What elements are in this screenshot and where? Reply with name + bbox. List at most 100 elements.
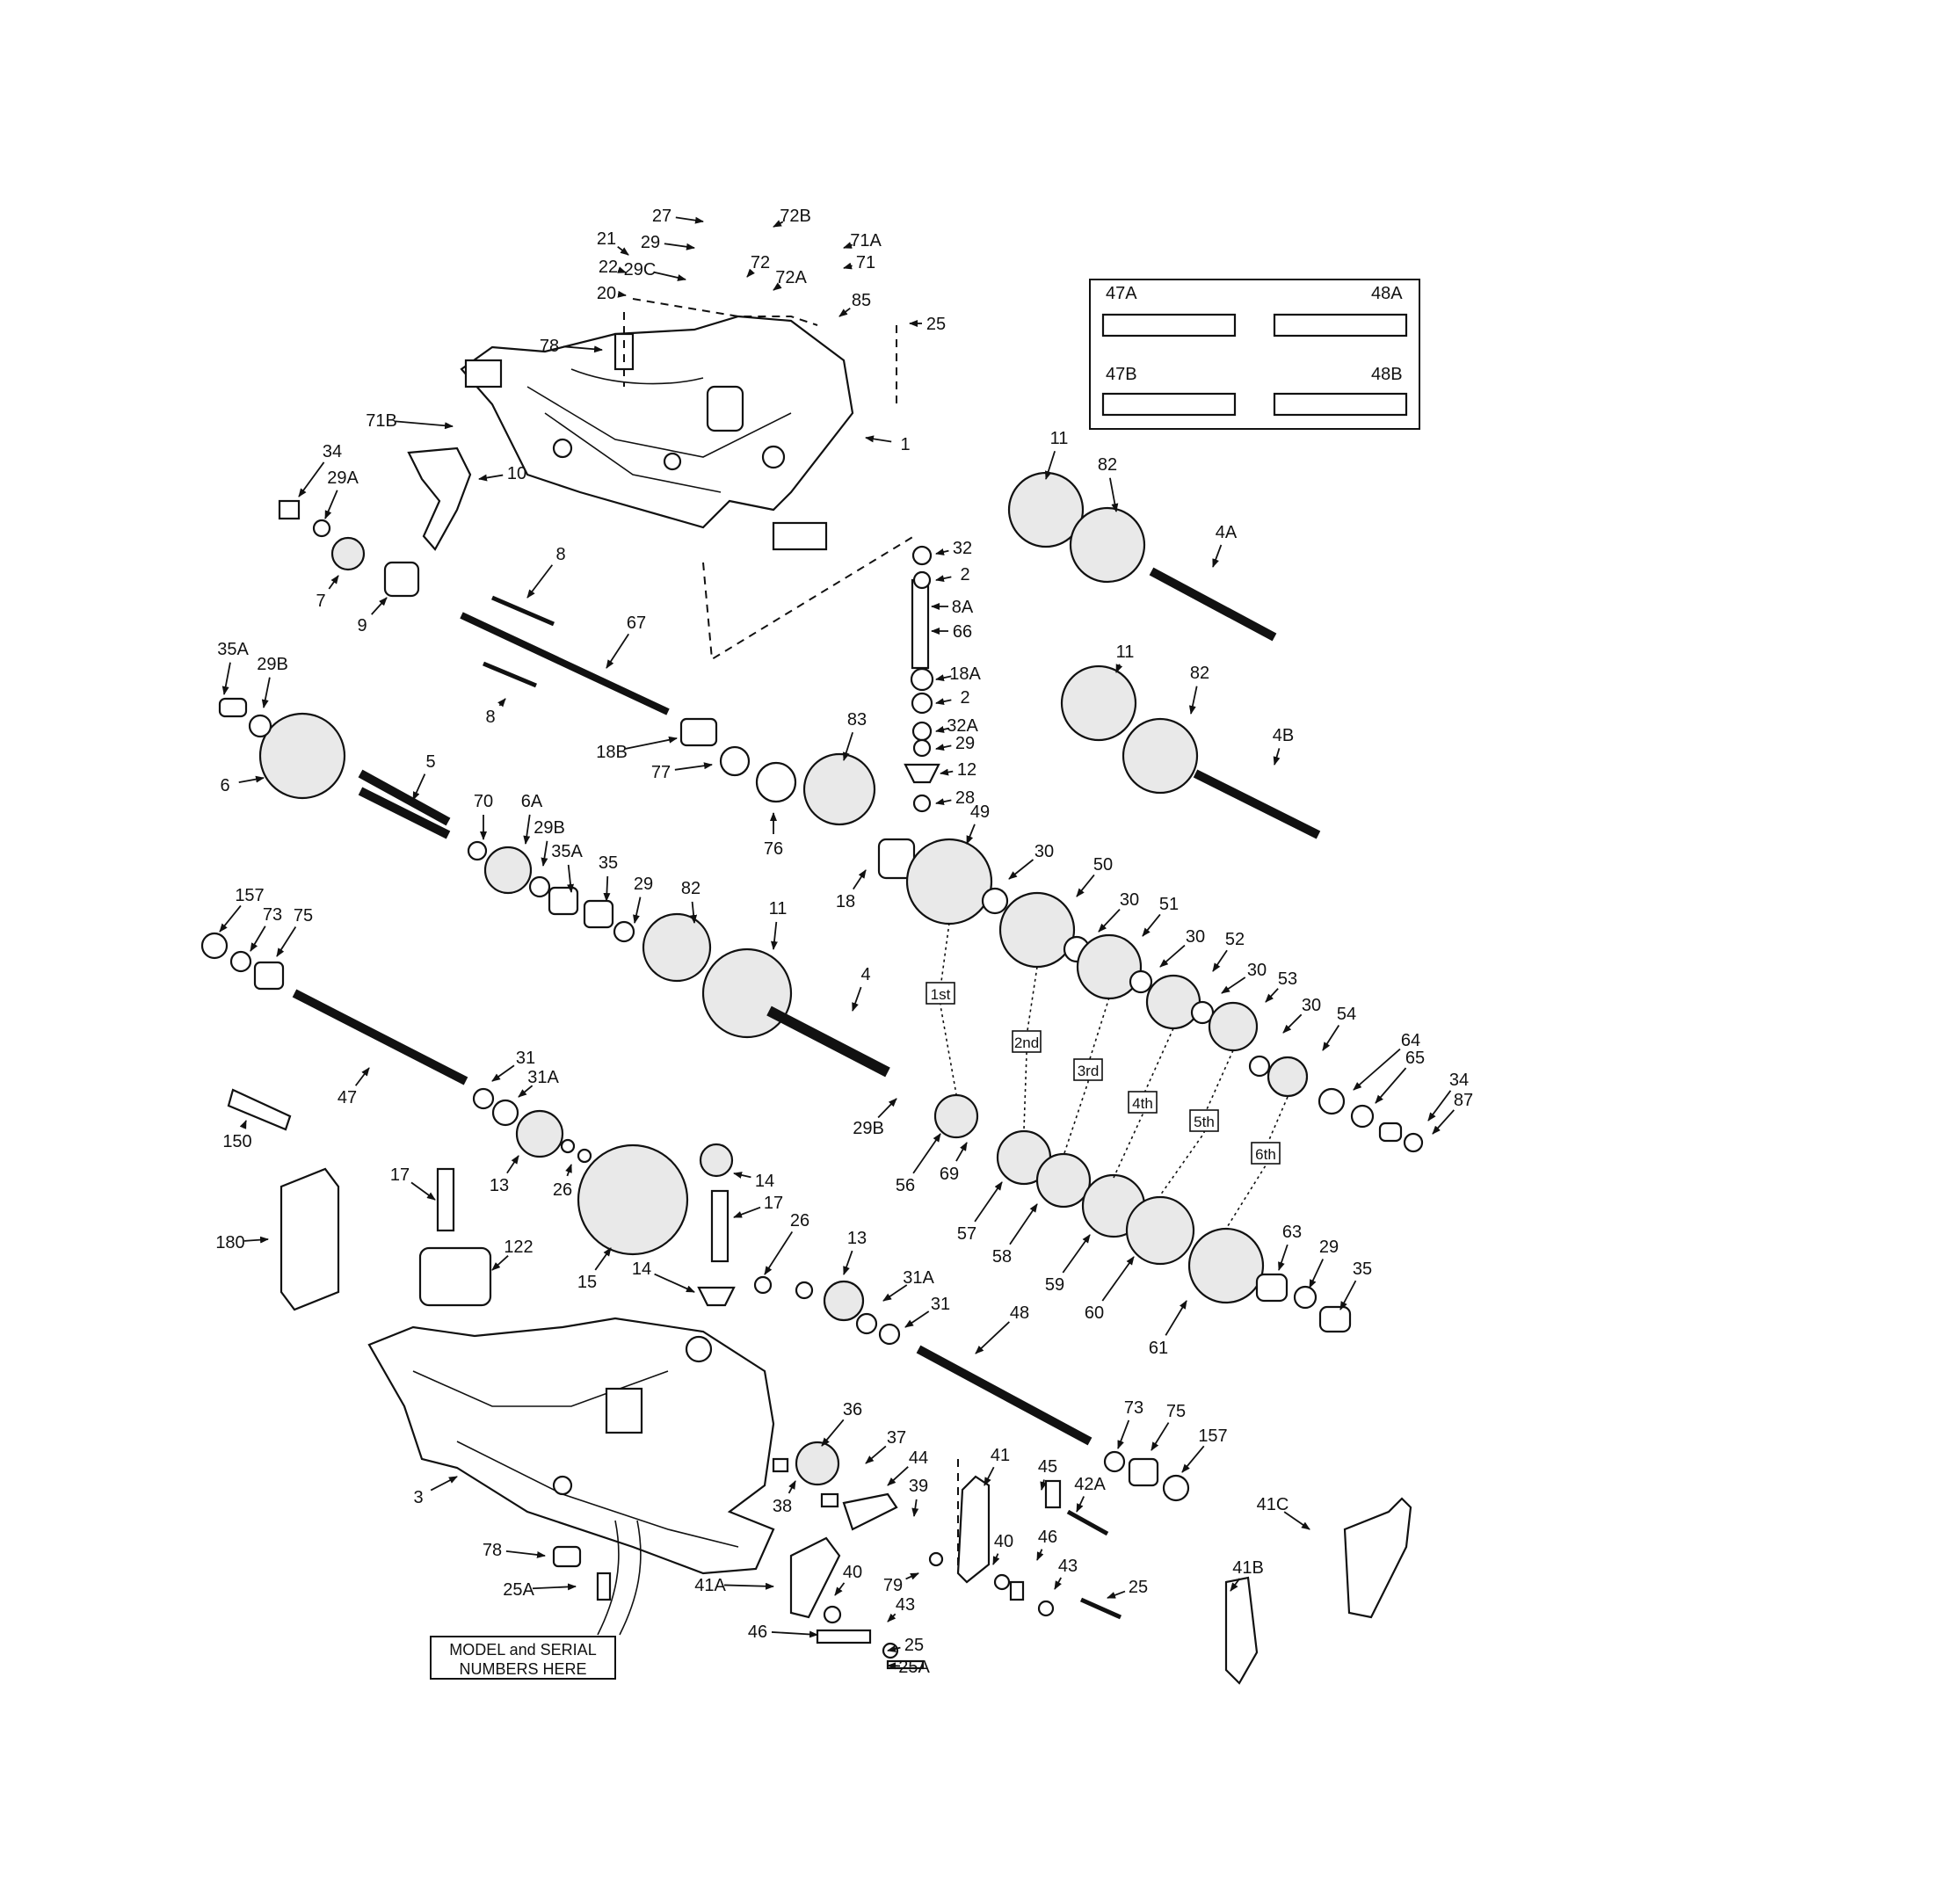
callout-c4B: 4B [1273, 726, 1294, 745]
leader-c52 [1212, 949, 1228, 972]
callout-c82c: 82 [681, 879, 701, 898]
leader-c29x [633, 897, 642, 924]
callout-c29m: 29 [955, 734, 975, 753]
leader-c18A [935, 674, 952, 682]
callout-c21: 21 [597, 229, 616, 249]
leader-c28 [935, 798, 952, 806]
gear-label-g5: 5th [1194, 1114, 1215, 1130]
callout-c30e: 30 [1302, 996, 1321, 1015]
leader-c22 [617, 266, 627, 273]
callout-c22: 22 [599, 258, 618, 277]
callout-c26a: 26 [553, 1180, 572, 1200]
callout-c2a: 2 [960, 565, 969, 584]
callout-c29At: 29A [327, 468, 359, 488]
callout-c5: 5 [425, 752, 435, 772]
gear-label-g4: 4th [1132, 1095, 1153, 1112]
callout-c73b: 73 [1124, 1398, 1143, 1418]
callout-c25b: 25 [904, 1636, 924, 1655]
gear-label-g1: 1st [931, 986, 951, 1003]
callout-c14b: 14 [632, 1260, 651, 1279]
leader-c25b [887, 1645, 901, 1652]
axle-47A-illustration [1101, 313, 1237, 338]
leader-c180 [243, 1236, 269, 1244]
callout-c43a: 43 [896, 1595, 915, 1615]
callout-c31Ab: 31A [903, 1268, 934, 1288]
leader-c31b [904, 1310, 930, 1328]
leader-c12 [940, 768, 954, 776]
leader-c53 [1265, 988, 1279, 1003]
callout-c71B: 71B [366, 411, 397, 431]
callout-c20: 20 [597, 284, 616, 303]
callout-c40b: 40 [843, 1563, 862, 1582]
leader-c82c [690, 901, 698, 924]
leader-c49 [966, 824, 976, 845]
callout-c6: 6 [220, 776, 229, 795]
callout-c25A: 25A [503, 1580, 534, 1600]
leader-c82a [1109, 477, 1119, 512]
callout-c57: 57 [957, 1224, 976, 1244]
leader-c30e [1282, 1013, 1303, 1034]
lower-case-housing [367, 1317, 775, 1636]
leader-c59 [1062, 1234, 1091, 1274]
callout-c29x: 29 [634, 875, 653, 894]
leader-c150 [239, 1120, 247, 1129]
leader-c71 [843, 262, 853, 270]
callout-c4A: 4A [1216, 523, 1238, 542]
leader-c38 [788, 1480, 796, 1494]
leader-c29m [935, 744, 952, 751]
callout-c70: 70 [474, 792, 493, 811]
leader-c79 [905, 1572, 919, 1580]
leader-c72A [773, 282, 782, 291]
callout-c8A: 8A [952, 598, 974, 617]
callout-c32A: 32A [947, 716, 978, 736]
callout-c29t: 29 [641, 233, 660, 252]
callout-c49: 49 [970, 802, 990, 822]
callout-c28: 28 [955, 788, 975, 808]
callout-c35r: 35 [1353, 1260, 1372, 1279]
leader-c69 [955, 1142, 968, 1162]
leader-c46b [771, 1630, 818, 1638]
leader-c8b [497, 698, 506, 708]
callout-c52: 52 [1225, 930, 1245, 949]
gear-tie-g4 [1113, 1027, 1174, 1179]
callout-c42A: 42A [1074, 1475, 1106, 1494]
leader-c31Aa [518, 1085, 534, 1098]
leader-c75b [1151, 1422, 1170, 1451]
leader-c35r [1339, 1280, 1357, 1310]
callout-c69: 69 [940, 1165, 959, 1184]
callout-c29Bm: 29B [534, 818, 565, 838]
leader-c44 [887, 1466, 909, 1486]
callout-c58: 58 [992, 1247, 1012, 1267]
leader-c41C [1283, 1511, 1310, 1530]
callout-c37: 37 [887, 1428, 906, 1448]
leader-c64 [1353, 1048, 1401, 1091]
leader-c58 [1009, 1203, 1038, 1245]
leader-c20 [617, 290, 627, 298]
callout-c41A: 41A [694, 1576, 726, 1595]
callout-c35m: 35 [599, 853, 618, 873]
callout-c11c: 11 [769, 899, 788, 918]
callout-c59: 59 [1045, 1275, 1064, 1295]
part-illustrations [200, 279, 1424, 1685]
callout-c41: 41 [991, 1446, 1010, 1465]
callout-c8b: 8 [485, 708, 495, 727]
leader-c41B [1230, 1578, 1241, 1592]
callout-c12: 12 [957, 760, 976, 780]
callout-c50: 50 [1093, 855, 1113, 875]
callout-c29y: 29 [1319, 1238, 1339, 1257]
leader-c57 [974, 1181, 1003, 1223]
leader-c30a [1008, 859, 1034, 880]
gear-label-g2: 2nd [1014, 1034, 1039, 1051]
callout-c14a: 14 [755, 1172, 774, 1191]
leader-c87 [1432, 1109, 1455, 1135]
callout-c26b: 26 [790, 1211, 809, 1230]
leader-c4A [1212, 544, 1223, 568]
callout-c8a: 8 [555, 545, 565, 564]
leader-c27 [675, 216, 704, 224]
gear-label-box-g2 [1012, 1030, 1042, 1053]
callout-c30b: 30 [1120, 890, 1139, 910]
leader-c14b [654, 1273, 695, 1293]
callout-c41B: 41B [1232, 1558, 1264, 1578]
callout-c48: 48 [1010, 1303, 1029, 1323]
callout-c30c: 30 [1186, 927, 1205, 947]
